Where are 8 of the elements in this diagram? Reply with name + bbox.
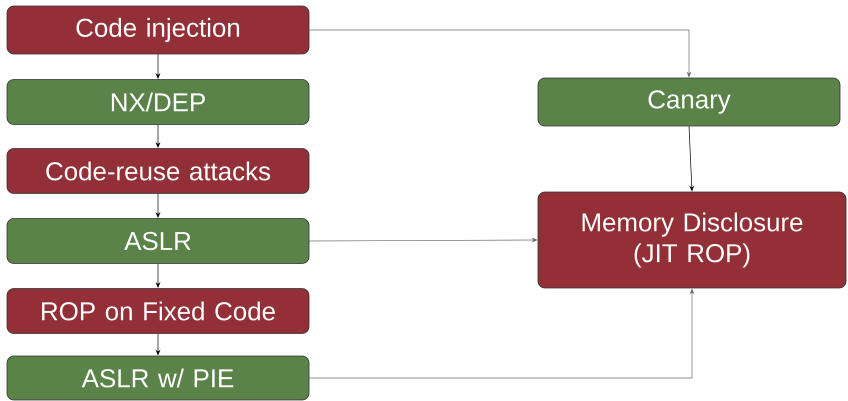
process-box: Canary	[538, 78, 840, 126]
process-box: ASLR	[6, 218, 310, 264]
process-box: Code-reuse attacks	[6, 148, 310, 194]
process-box: ASLR w/ PIE	[6, 356, 310, 400]
process-box: Code injection	[6, 6, 310, 54]
process-box: NX/DEP	[6, 79, 310, 125]
process-box: Memory Disclosure (JIT ROP)	[538, 192, 846, 288]
process-box: ROP on Fixed Code	[6, 288, 310, 334]
